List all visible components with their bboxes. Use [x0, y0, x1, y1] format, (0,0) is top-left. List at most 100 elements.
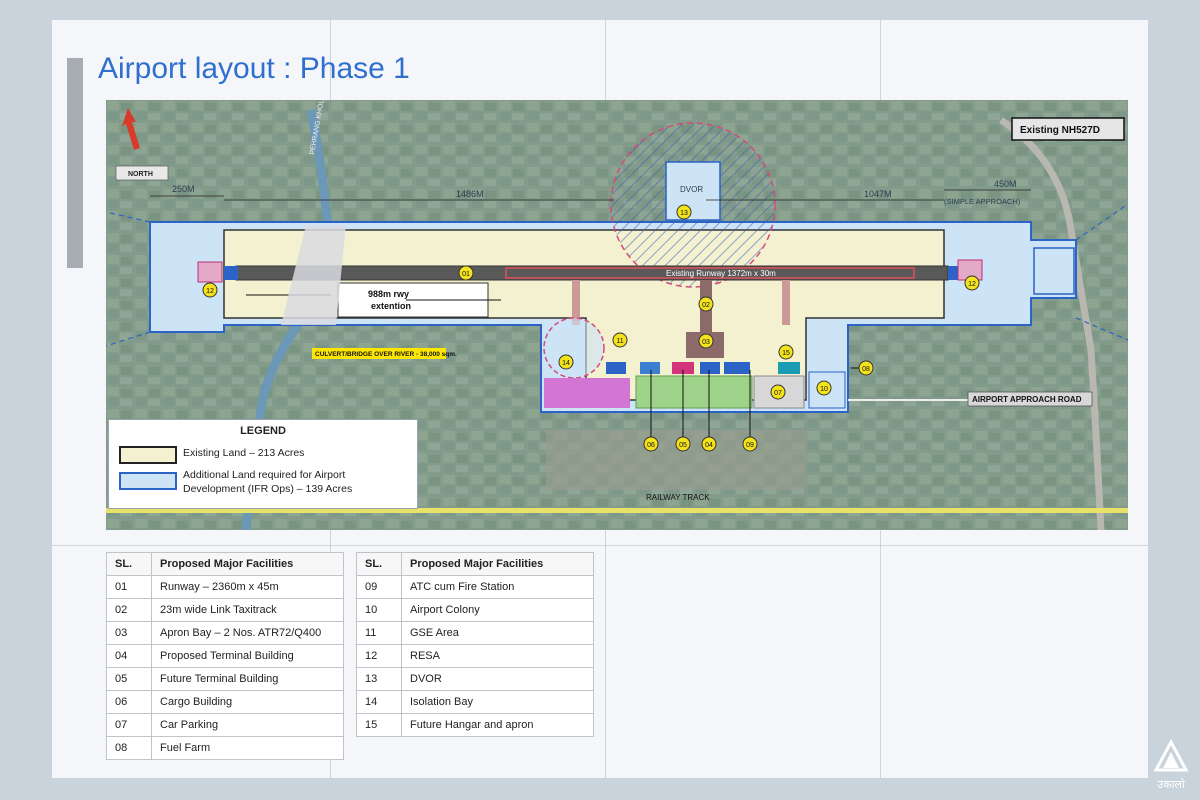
marker-08: 08 — [858, 360, 874, 376]
marker-04: 04 — [701, 436, 717, 452]
row-number: 04 — [106, 644, 152, 668]
legend-swatch-existing — [119, 446, 177, 464]
svg-text:01: 01 — [462, 271, 470, 278]
row-number: 13 — [356, 667, 402, 691]
facility-name: DVOR — [401, 667, 594, 691]
facility-name: Fuel Farm — [151, 736, 344, 760]
table-header-sl: SL. — [356, 552, 402, 576]
row-number: 03 — [106, 621, 152, 645]
row-number: 08 — [106, 736, 152, 760]
facility-name: RESA — [401, 644, 594, 668]
resa-west — [197, 261, 223, 283]
marker-12-east: 12 — [964, 275, 980, 291]
row-number: 15 — [356, 713, 402, 737]
marker-06: 06 — [643, 436, 659, 452]
svg-text:08: 08 — [862, 366, 870, 373]
railway-track — [106, 508, 1128, 513]
marker-03: 03 — [698, 333, 714, 349]
table-header-facility: Proposed Major Facilities — [151, 552, 344, 576]
marker-11: 11 — [612, 332, 628, 348]
dimension-450: 450M — [994, 179, 1017, 189]
row-number: 12 — [356, 644, 402, 668]
facility-name: Cargo Building — [151, 690, 344, 714]
isolation-bay — [543, 317, 605, 379]
existing-runway-outline — [505, 267, 915, 279]
dvor-label: DVOR — [680, 185, 703, 194]
facility-name: Apron Bay – 2 Nos. ATR72/Q400 — [151, 621, 344, 645]
facility-name: Isolation Bay — [401, 690, 594, 714]
dimension-1047: 1047M — [864, 189, 892, 199]
ukalo-logo: उकालो — [1153, 738, 1189, 791]
facility-name: Future Terminal Building — [151, 667, 344, 691]
highway — [999, 117, 1105, 530]
legend-title: LEGEND — [240, 425, 286, 437]
future-terminal — [672, 362, 694, 374]
marker-13: 13 — [676, 204, 692, 220]
marker-05: 05 — [675, 436, 691, 452]
facility-name: Car Parking — [151, 713, 344, 737]
map-legend: LEGEND Existing Land – 213 Acres Additio… — [108, 419, 418, 509]
airport-colony — [808, 371, 846, 409]
dimension-1486: 1486M — [456, 189, 484, 199]
airport-layout-map: DVOR Existing Runway 1372m x 30m 988m rw… — [106, 100, 1128, 530]
svg-text:14: 14 — [562, 360, 570, 367]
legend-additional-text: Additional Land required for Airport Dev… — [183, 469, 353, 495]
facility-name: GSE Area — [401, 621, 594, 645]
svg-text:10: 10 — [820, 386, 828, 393]
facility-name: Airport Colony — [401, 598, 594, 622]
svg-text:12: 12 — [968, 281, 976, 288]
settlement-area — [546, 430, 806, 490]
legend-swatch-additional — [119, 472, 177, 490]
north-arrow-icon — [122, 108, 140, 150]
facility-name: 23m wide Link Taxitrack — [151, 598, 344, 622]
row-number: 11 — [356, 621, 402, 645]
extension-label-2: extention — [371, 301, 411, 311]
extension-label: 988m rwy — [368, 289, 409, 299]
row-number: 14 — [356, 690, 402, 714]
svg-text:07: 07 — [774, 390, 782, 397]
marker-14: 14 — [558, 354, 574, 370]
svg-text:02: 02 — [702, 302, 710, 309]
table-header-sl: SL. — [106, 552, 152, 576]
simple-approach-label: (SIMPLE APPROACH) — [944, 197, 1021, 206]
colony-plot — [544, 378, 630, 408]
svg-text:03: 03 — [702, 339, 710, 346]
marker-09: 09 — [742, 436, 758, 452]
facility-name: Proposed Terminal Building — [151, 644, 344, 668]
railway-label: RAILWAY TRACK — [646, 493, 710, 502]
svg-text:11: 11 — [616, 338, 623, 345]
marker-01: 01 — [458, 265, 474, 281]
car-parking-green — [635, 375, 753, 409]
table-header-facility: Proposed Major Facilities — [401, 552, 594, 576]
marker-15: 15 — [778, 344, 794, 360]
row-number: 02 — [106, 598, 152, 622]
runway-label: Existing Runway 1372m x 30m — [666, 269, 776, 278]
terminal-building — [700, 362, 720, 374]
highway-label: Existing NH527D — [1020, 125, 1100, 136]
fold-line — [52, 545, 1148, 546]
row-number: 09 — [356, 575, 402, 599]
row-number: 05 — [106, 667, 152, 691]
row-number: 06 — [106, 690, 152, 714]
approach-road-label: AIRPORT APPROACH ROAD — [972, 395, 1082, 404]
svg-text:13: 13 — [680, 210, 688, 217]
logo-text: उकालो — [1157, 778, 1185, 791]
dvor-plot — [665, 161, 721, 221]
culvert-label: CULVERT/BRIDGE OVER RIVER - 38,000 sqm. — [315, 351, 457, 358]
row-number: 10 — [356, 598, 402, 622]
svg-text:15: 15 — [782, 350, 790, 357]
facility-name: Runway – 2360m x 45m — [151, 575, 344, 599]
east-approach-plot — [1033, 247, 1075, 295]
marker-12-west: 12 — [202, 282, 218, 298]
